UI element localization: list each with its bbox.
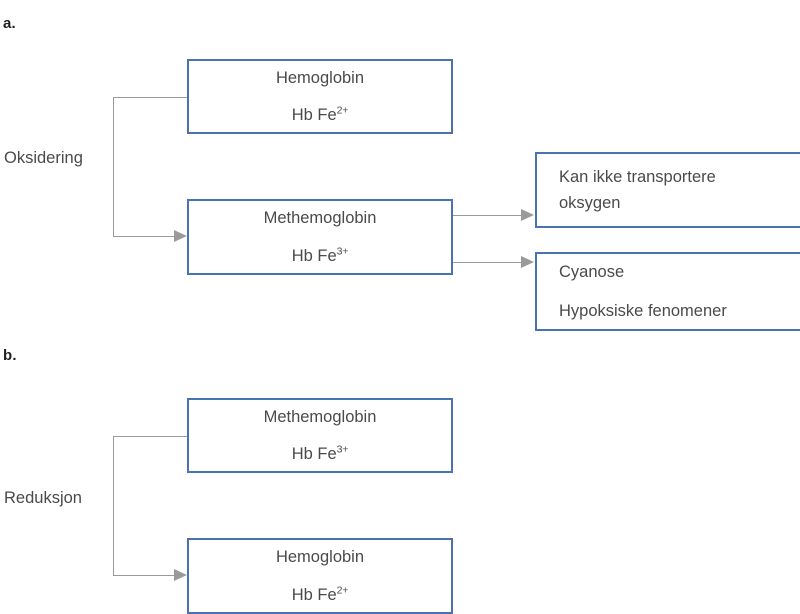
arrowhead-icon-a-to-methemoglobin: [174, 230, 187, 242]
formula-charge: 3+: [336, 443, 349, 456]
panel-letter-b: b.: [3, 347, 17, 364]
formula-base: Hb Fe: [291, 106, 337, 124]
formula-base: Hb Fe: [291, 585, 337, 604]
box-consequence-clinical: Cyanose Hypoksiske fenomener: [535, 252, 800, 331]
box-hemoglobin-product-title: Hemoglobin: [275, 548, 365, 566]
box-hemoglobin-source-formula: Hb Fe2+: [291, 104, 349, 124]
formula-charge: 2+: [336, 104, 349, 117]
box-consequence-transport: Kan ikke transportere oksygen: [535, 152, 800, 228]
box-hemoglobin-source-title: Hemoglobin: [275, 68, 365, 87]
box-consequence-clinical-line2: Hypoksiske fenomener: [559, 301, 727, 320]
connector-b-vertical: [113, 436, 114, 575]
connector-a-top-horizontal: [113, 97, 188, 98]
box-consequence-transport-line2: oksygen: [559, 194, 621, 212]
arrowhead-icon-to-clinical: [521, 256, 534, 268]
box-methemoglobin-product-formula: Hb Fe3+: [291, 245, 349, 265]
box-methemoglobin-product-title: Methemoglobin: [263, 209, 377, 227]
connector-a-vertical: [113, 97, 114, 236]
connector-methemoglobin-to-transport: [453, 215, 523, 216]
box-methemoglobin-source: Methemoglobin Hb Fe3+: [187, 398, 453, 473]
connector-methemoglobin-to-clinical: [453, 262, 523, 263]
formula-charge: 2+: [336, 584, 349, 596]
process-label-reduksjon: Reduksjon: [4, 489, 82, 507]
box-methemoglobin-product: Methemoglobin Hb Fe3+: [187, 199, 453, 275]
box-consequence-transport-line1: Kan ikke transportere: [559, 167, 716, 186]
panel-letter-a: a.: [3, 15, 16, 32]
box-methemoglobin-source-formula: Hb Fe3+: [291, 443, 349, 463]
box-methemoglobin-source-title: Methemoglobin: [263, 407, 377, 426]
connector-b-top-horizontal: [113, 436, 188, 437]
formula-base: Hb Fe: [291, 445, 337, 463]
process-label-oksidering: Oksidering: [4, 149, 83, 167]
connector-b-bottom-horizontal: [113, 575, 176, 576]
box-hemoglobin-product: Hemoglobin Hb Fe2+: [187, 538, 453, 614]
box-consequence-clinical-line1: Cyanose: [559, 263, 625, 281]
arrowhead-icon-to-transport: [521, 209, 534, 221]
box-hemoglobin-product-formula: Hb Fe2+: [291, 584, 349, 604]
formula-base: Hb Fe: [291, 246, 337, 265]
box-hemoglobin-source: Hemoglobin Hb Fe2+: [187, 59, 453, 134]
arrowhead-icon-b-to-hemoglobin: [174, 569, 187, 581]
connector-a-bottom-horizontal: [113, 236, 176, 237]
formula-charge: 3+: [336, 245, 349, 257]
